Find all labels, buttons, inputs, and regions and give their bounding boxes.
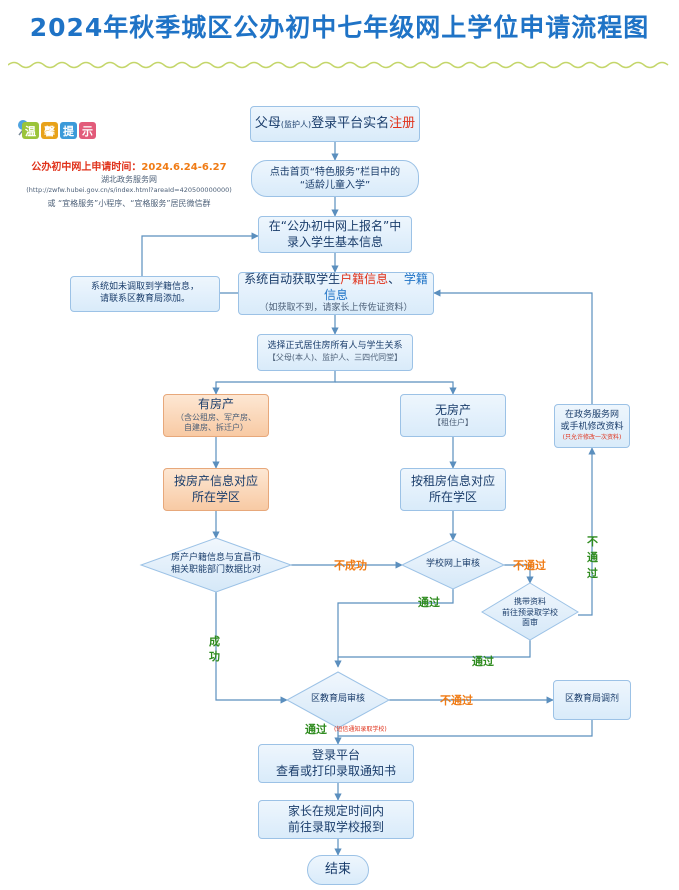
by-house-line2: 所在学区	[191, 489, 240, 504]
auto-fetch-box: 系统自动获取学生户籍信息、 学籍信息 （如获取不到，请家长上传佐证资料）	[238, 272, 434, 315]
by-house-box: 按房产信息对应 所在学区	[163, 468, 269, 511]
compare-diamond	[139, 537, 293, 593]
compare-text: 房产户籍信息与宜昌市 相关职能部门数据比对	[151, 549, 281, 581]
auto-household-info: 户籍信息	[340, 272, 389, 287]
bring-diamond	[481, 582, 579, 641]
label-no-pass-district: 不通过	[440, 694, 473, 707]
label-no-pass-v3: 过	[587, 567, 598, 580]
page-title: 2024年秋季城区公办初中七年级网上学位申请流程图	[29, 13, 650, 42]
label-success-2: 功	[209, 650, 220, 663]
no-house-sub: 【租住户】	[433, 418, 473, 428]
no-house-title: 无房产	[434, 402, 471, 417]
compare-line2: 相关职能部门数据比对	[170, 565, 261, 575]
select-line1: 选择正式居住房所有人与学生关系	[267, 341, 403, 352]
modify-line1: 在政务服务网	[564, 410, 619, 421]
has-house-line1: （含公租房、军产房、	[176, 412, 256, 422]
school-review-label: 学校网上审核	[425, 559, 480, 570]
by-rent-line1: 按租房信息对应	[410, 473, 495, 488]
school-review-text: 学校网上审核	[410, 556, 496, 574]
bring-line1: 携带资料	[514, 597, 546, 607]
tips-line3: 或 “宜格服务”小程序、“宜格服务”居民微信群	[47, 199, 211, 208]
auto-student-info: 学籍信息	[323, 272, 428, 302]
tips-panel: 温 馨 提 示 公办初中网上申请时间：2024.6.24-6.27 湖北政务服务…	[18, 120, 240, 212]
by-rent-box: 按租房信息对应 所在学区	[400, 468, 506, 511]
side-note-line1: 系统如未调取到学籍信息，	[90, 282, 199, 293]
print-notice-box: 登录平台 查看或打印录取通知书	[258, 744, 414, 783]
report-box: 家长在规定时间内 前往录取学校报到	[258, 800, 414, 839]
login-register-text: 注册	[389, 115, 416, 131]
enter-line2: 录入学生基本信息	[286, 234, 383, 249]
login-mid: 登录平台实名	[311, 115, 390, 131]
tips-badge-1: 温	[22, 122, 39, 139]
print-line2: 查看或打印录取通知书	[275, 763, 396, 778]
login-guardian: (监护人)	[280, 119, 312, 129]
enter-line1: 在“公办初中网上报名”中	[268, 218, 402, 233]
report-line2: 前往录取学校报到	[287, 819, 384, 834]
district-review-diamond	[285, 671, 391, 729]
login-register-box: 父母(监护人)登录平台实名注册	[250, 106, 420, 142]
print-line1: 登录平台	[311, 747, 360, 762]
district-review-text: 区教育局审核	[294, 691, 382, 709]
adjust-box: 区教育局调剂	[553, 680, 631, 720]
modify-line2: 或手机修改资料	[560, 422, 624, 433]
vine-divider	[8, 61, 669, 69]
login-prefix: 父母	[254, 115, 281, 131]
auto-sep: 、	[388, 272, 404, 287]
modify-line3: (只允许修改一次资料)	[562, 433, 622, 441]
homepage-box: 点击首页“特色服务”栏目中的 “适龄儿童入学”	[251, 160, 419, 197]
tips-time: 公办初中网上申请时间：2024.6.24-6.27	[18, 158, 240, 173]
select-line2: 【父母(本人)、监护人、三四代同堂】	[267, 353, 403, 363]
tips-time-label: 公办初中网上申请时间：	[31, 162, 142, 173]
enter-info-box: 在“公办初中网上报名”中 录入学生基本信息	[258, 216, 412, 253]
compare-line1: 房产户籍信息与宜昌市	[170, 553, 261, 564]
bring-line3: 面审	[522, 618, 538, 628]
label-pass-bring: 通过	[472, 655, 494, 668]
label-success-1: 成	[209, 635, 220, 648]
tips-badge-2: 馨	[41, 122, 58, 139]
has-house-line2: 自建房、拆迁户）	[184, 423, 248, 433]
auto-prefix: 系统自动获取学生	[244, 272, 341, 287]
end-label: 结束	[324, 861, 351, 877]
label-no-pass-v1: 不	[587, 535, 598, 548]
select-relation-box: 选择正式居住房所有人与学生关系 【父母(本人)、监护人、三四代同堂】	[257, 334, 413, 371]
tips-badge-4: 示	[79, 122, 96, 139]
has-house-box: 有房产 （含公租房、军产房、 自建房、拆迁户）	[163, 394, 269, 437]
no-house-box: 无房产 【租住户】	[400, 394, 506, 437]
modify-info-box: 在政务服务网 或手机修改资料 (只允许修改一次资料)	[554, 404, 630, 448]
homepage-line2: “适龄儿童入学”	[299, 179, 371, 191]
by-rent-line2: 所在学区	[428, 489, 477, 504]
label-pass-district: 通过	[305, 723, 327, 736]
has-house-title: 有房产	[197, 397, 234, 412]
homepage-line1: 点击首页“特色服务”栏目中的	[269, 166, 401, 178]
label-fail: 不成功	[334, 559, 367, 572]
tips-badge-3: 提	[60, 122, 77, 139]
label-pass-school: 通过	[418, 596, 440, 609]
school-review-diamond	[400, 539, 506, 590]
label-pass-district-note: (短信通知录取学校)	[334, 726, 387, 733]
tips-badges: 温 馨 提 示	[22, 122, 96, 139]
tips-line2: (http://zwfw.hubei.gov.cn/s/index.html?a…	[26, 186, 232, 194]
district-review-label: 区教育局审核	[310, 694, 365, 705]
label-no-pass-school: 不通过	[513, 559, 546, 572]
by-house-line1: 按房产信息对应	[173, 473, 258, 488]
tips-time-value: 2024.6.24-6.27	[141, 162, 227, 173]
auto-line2: （如获取不到，请家长上传佐证资料）	[259, 303, 413, 314]
side-note-line2: 请联系区教育局添加。	[99, 294, 190, 304]
bring-line2: 前往预录取学校	[502, 607, 558, 617]
side-note-box: 系统如未调取到学籍信息， 请联系区教育局添加。	[70, 276, 220, 312]
end-box: 结束	[307, 855, 369, 885]
report-line1: 家长在规定时间内	[287, 803, 384, 818]
bring-text: 携带资料 前往预录取学校 面审	[490, 596, 570, 630]
tips-line1: 湖北政务服务网	[101, 175, 157, 184]
label-no-pass-v2: 通	[587, 551, 598, 564]
adjust-label: 区教育局调剂	[564, 694, 619, 705]
